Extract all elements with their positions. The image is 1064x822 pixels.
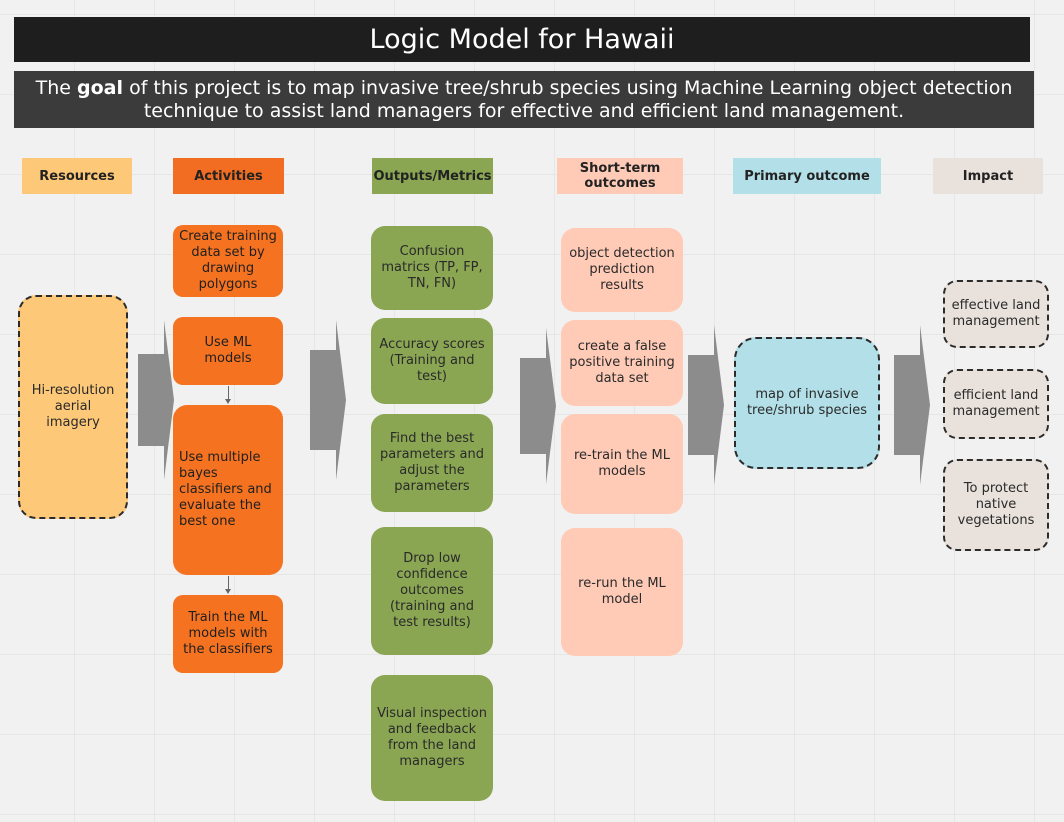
short-term-retrain: re-train the ML models [561,414,683,514]
impact-effective-management: effective land management [943,280,1049,348]
page-title: Logic Model for Hawaii [14,17,1030,62]
goal-statement: The goal of this project is to map invas… [14,71,1034,128]
flow-arrow-primary-to-impact [894,325,930,485]
header-impact: Impact [933,158,1043,194]
goal-rest: of this project is to map invasive tree/… [123,76,1013,99]
short-term-retrain-label: re-train the ML models [573,448,671,479]
output-visual-inspection-label: Visual inspection and feedback from the … [377,706,487,769]
primary-outcome-map-label: map of invasive tree/shrub species [746,387,868,418]
activity-train-ml: Train the ML models with the classifiers [173,595,283,673]
impact-efficient-management: efficient land management [943,369,1049,439]
activity-use-ml-models: Use ML models [173,317,283,385]
flow-arrow-resources-to-activities [138,320,174,480]
resource-imagery-label: Hi-resolution aerial imagery [31,383,115,430]
activity-bayes-classifiers-label: Use multiple bayes classifiers and evalu… [179,450,272,529]
activity-bayes-classifiers: Use multiple bayes classifiers and evalu… [173,405,283,575]
header-outputs: Outputs/Metrics [372,158,493,194]
goal-prefix: The [35,76,78,99]
header-outputs-label: Outputs/Metrics [373,168,492,184]
flow-arrow-activities-to-outputs [310,320,346,480]
impact-efficient-management-label: efficient land management [952,388,1040,419]
goal-keyword: goal [77,76,124,99]
impact-protect-native: To protect native vegetations [943,459,1049,551]
connector-line [228,386,229,399]
activity-train-ml-label: Train the ML models with the classifiers [183,610,273,657]
output-drop-low-confidence-label: Drop low confidence outcomes (training a… [389,551,475,630]
goal-line-1: The goal of this project is to map invas… [36,77,1013,100]
header-short-term-label: Short-term outcomes [579,161,661,191]
connector-arrowhead [225,589,231,594]
short-term-prediction-results: object detection prediction results [561,228,683,312]
header-short-term: Short-term outcomes [557,158,683,194]
activity-use-ml-models-label: Use ML models [204,335,252,366]
output-best-parameters-label: Find the best parameters and adjust the … [380,431,484,494]
impact-effective-management-label: effective land management [951,298,1041,329]
short-term-false-positive-label: create a false positive training data se… [569,339,675,386]
short-term-prediction-results-label: object detection prediction results [569,246,675,293]
flow-arrow-short-term-to-primary [688,325,724,485]
header-resources-label: Resources [39,168,115,184]
primary-outcome-map: map of invasive tree/shrub species [734,337,880,469]
activity-create-training-label: Create training data set by drawing poly… [179,229,277,292]
short-term-false-positive: create a false positive training data se… [561,320,683,406]
title-text: Logic Model for Hawaii [369,24,675,55]
resource-imagery: Hi-resolution aerial imagery [18,295,128,519]
output-accuracy-scores: Accuracy scores (Training and test) [371,318,493,404]
output-confusion-matrix: Confusion matrics (TP, FP, TN, FN) [371,226,493,310]
output-confusion-matrix-label: Confusion matrics (TP, FP, TN, FN) [381,244,483,291]
header-activities-label: Activities [194,168,263,184]
header-primary-outcome: Primary outcome [733,158,881,194]
output-best-parameters: Find the best parameters and adjust the … [371,414,493,512]
output-accuracy-scores-label: Accuracy scores (Training and test) [379,337,485,384]
impact-protect-native-label: To protect native vegetations [957,481,1035,528]
connector-line [228,576,229,589]
flow-arrow-outputs-to-short-term [520,328,556,484]
short-term-rerun-label: re-run the ML model [578,576,666,607]
short-term-rerun: re-run the ML model [561,528,683,656]
goal-line-2: technique to assist land managers for ef… [143,99,905,122]
activity-create-training: Create training data set by drawing poly… [173,225,283,297]
output-visual-inspection: Visual inspection and feedback from the … [371,675,493,801]
connector-arrowhead [225,399,231,404]
header-primary-label: Primary outcome [744,168,870,184]
output-drop-low-confidence: Drop low confidence outcomes (training a… [371,527,493,655]
header-activities: Activities [173,158,284,194]
header-impact-label: Impact [962,168,1014,184]
header-resources: Resources [22,158,132,194]
